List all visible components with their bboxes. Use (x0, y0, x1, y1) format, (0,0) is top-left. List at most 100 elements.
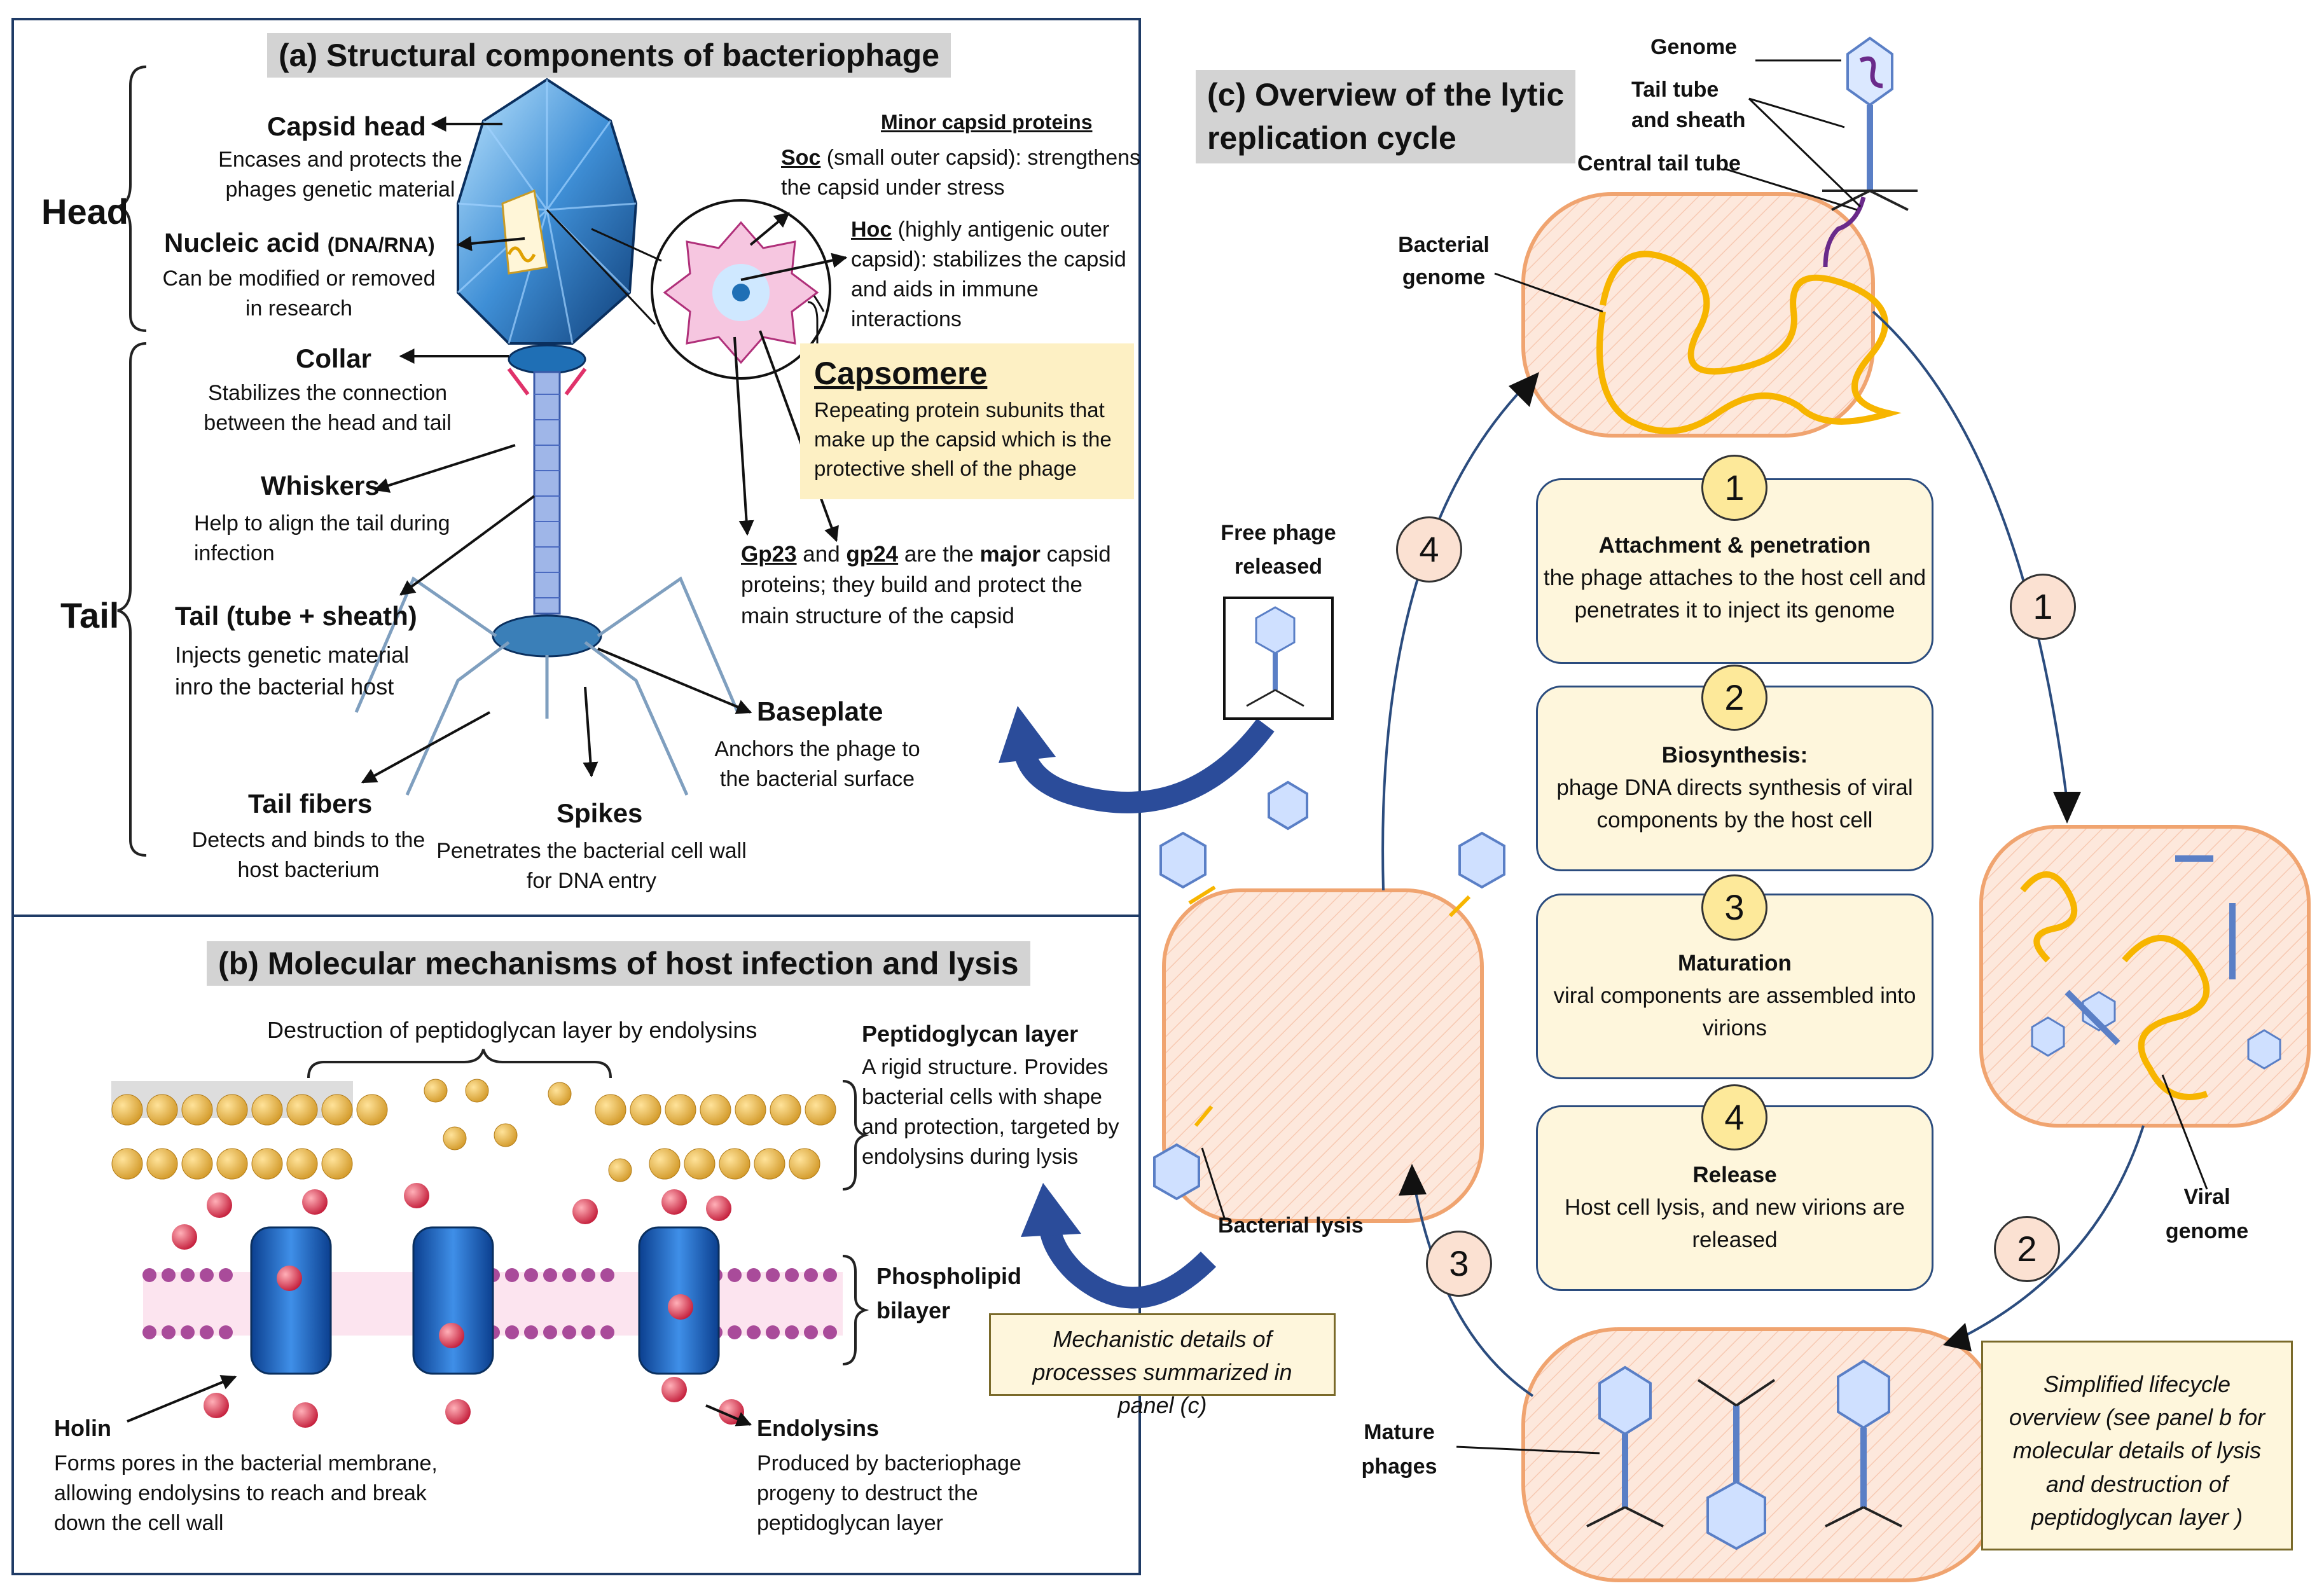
lifecycle-note: Simplified lifecycle overview (see panel… (1981, 1341, 2293, 1550)
head-brace (117, 66, 147, 332)
capsid-head-desc: Encases and protects the phages genetic … (218, 148, 462, 202)
bacterial-genome-label: Bacterial genome (1398, 233, 1490, 289)
gp23: Gp23 (741, 542, 797, 567)
phage-capsid-illustration (457, 78, 638, 345)
step-4-badge: 4 (1701, 1084, 1767, 1150)
step-2-badge: 2 (1701, 665, 1767, 731)
phage-collar (508, 344, 586, 375)
nucleic-acid-suffix: (DNA/RNA) (327, 233, 435, 256)
capsomere-box: Capsomere Repeating protein subunits tha… (800, 343, 1134, 499)
soc-text: (small outer capsid): strengthens the ca… (781, 146, 1141, 200)
peptidoglycan-title: Peptidoglycan layer (862, 1021, 1079, 1047)
step-4-title: Release (1692, 1163, 1777, 1187)
cell-top (1521, 192, 1875, 438)
bacterial-genome-squiggle (1596, 251, 1902, 434)
cell-right (1979, 825, 2311, 1128)
tail-fibers-title: Tail fibers (248, 789, 373, 818)
step-2-desc: phage DNA directs synthesis of viral com… (1556, 775, 1913, 832)
phospholipid-brace (842, 1255, 869, 1365)
panel-b-title: (b) Molecular mechanisms of host infecti… (207, 941, 1030, 986)
phage-whiskers (507, 368, 587, 396)
cycle-number-4: 4 (1396, 516, 1462, 583)
viral-genome-label: Viral genome (2165, 1185, 2249, 1244)
peptidoglycan-desc: A rigid structure. Provides bacterial ce… (862, 1055, 1119, 1169)
gp-mid: are the (898, 542, 980, 567)
cycle-arrow-4 (1381, 387, 1525, 891)
cell-left (1162, 888, 1484, 1223)
hoc-desc: Hoc (highly antigenic outer capsid): sta… (851, 215, 1137, 335)
holin-channels (250, 1226, 720, 1375)
spikes-title: Spikes (557, 798, 643, 828)
tail-brace (117, 342, 147, 857)
step-3-desc: viral components are assembled into viri… (1553, 983, 1916, 1040)
endolysins-desc: Produced by bacteriophage progeny to des… (757, 1451, 1021, 1535)
gp24: gp24 (846, 542, 899, 567)
tail-tube-sheath-label: Tail tube and sheath (1631, 78, 1746, 132)
phage-baseplate (492, 614, 602, 658)
tail-tube-title: Tail (tube + sheath) (175, 601, 417, 631)
whiskers-title: Whiskers (261, 471, 380, 501)
baseplate-desc: Anchors the phage to the bacterial surfa… (714, 737, 920, 791)
cycle-arrow-1 (1872, 310, 2068, 802)
destruction-brace (307, 1049, 612, 1079)
tail-fibers-desc: Detects and binds to the host bacterium (191, 828, 425, 882)
phage-tail-tube (533, 371, 561, 615)
whiskers-desc: Help to align the tail during infection (194, 511, 450, 565)
cell-bottom (1521, 1327, 2002, 1582)
soc-abbr: Soc (781, 146, 821, 170)
central-tail-tube-label: Central tail tube (1577, 151, 1741, 176)
step-3-title: Maturation (1678, 951, 1792, 976)
spikes-desc: Penetrates the bacterial cell wall for D… (436, 839, 747, 893)
gp-desc: Gp23 and gp24 are the major capsid prote… (741, 539, 1116, 632)
peptidoglycan-brace (842, 1080, 869, 1191)
panel-a-title: (a) Structural components of bacteriopha… (267, 33, 951, 78)
holin-title: Holin (54, 1415, 111, 1441)
viral-genome-squiggles (2020, 871, 2210, 1100)
panel-c-title-line1: (c) Overview of the lytic (1207, 77, 1565, 113)
panel-c-title-line2: replication cycle (1207, 120, 1456, 156)
top-phage-illustration (1822, 36, 1918, 268)
step-2-title: Biosynthesis: (1661, 743, 1808, 768)
cycle-number-3: 3 (1426, 1231, 1492, 1297)
phage-tail-fibers (354, 576, 740, 796)
cycle-number-1: 1 (2010, 574, 2076, 640)
curved-arrow-lower (1039, 1220, 1217, 1309)
collar-title: Collar (296, 343, 372, 373)
mature-phages-illustration (1598, 1359, 1890, 1550)
panel-c-title: (c) Overview of the lytic replication cy… (1196, 70, 1576, 163)
cycle-arrow-3 (1414, 1189, 1534, 1397)
step-4-desc: Host cell lysis, and new virions are rel… (1565, 1194, 1905, 1252)
curved-arrow-upper (1013, 718, 1275, 813)
nucleic-acid-desc: Can be modified or removed in research (162, 266, 436, 321)
gp-rest: capsid proteins; they build and protect … (741, 542, 1111, 628)
hoc-abbr: Hoc (851, 218, 892, 242)
collar-desc: Stabilizes the connection between the he… (204, 381, 452, 435)
soc-desc: Soc (small outer capsid): strengthens th… (781, 143, 1144, 203)
phospholipid-title: Phospholipid bilayer (876, 1263, 1021, 1323)
tail-label: Tail (60, 595, 120, 635)
step-1-badge: 1 (1701, 455, 1767, 521)
step-3-badge: 3 (1701, 874, 1767, 941)
bacterial-lysis-label: Bacterial lysis (1218, 1213, 1364, 1238)
capsid-head-title: Capsid head (267, 111, 426, 141)
baseplate-title: Baseplate (757, 696, 883, 726)
hoc-text: (highly antigenic outer capsid): stabili… (851, 218, 1126, 331)
destruction-label: Destruction of peptidoglycan layer by en… (267, 1017, 757, 1043)
tail-tube-desc: Injects genetic material inro the bacter… (175, 642, 410, 700)
nucleic-acid-main: Nucleic acid (164, 228, 321, 258)
head-label: Head (41, 191, 128, 231)
cycle-arrow-2 (1965, 1125, 2145, 1337)
mature-phages-label: Mature phages (1361, 1420, 1437, 1479)
holin-desc: Forms pores in the bacterial membrane, a… (54, 1451, 438, 1535)
step-box-4: Release Host cell lysis, and new virions… (1536, 1105, 1933, 1291)
gp-and: and (796, 542, 847, 567)
gp-major: major (979, 542, 1041, 567)
genome-label: Genome (1650, 35, 1738, 59)
free-phage-label: Free phage released (1221, 521, 1336, 579)
endolysins-title: Endolysins (757, 1415, 880, 1441)
capsomere-desc: Repeating protein subunits that make up … (814, 398, 1112, 481)
capsomere-title: Capsomere (814, 356, 988, 391)
minor-capsid-title: Minor capsid proteins (881, 111, 1093, 134)
peptidoglycan-layer (111, 1079, 836, 1182)
